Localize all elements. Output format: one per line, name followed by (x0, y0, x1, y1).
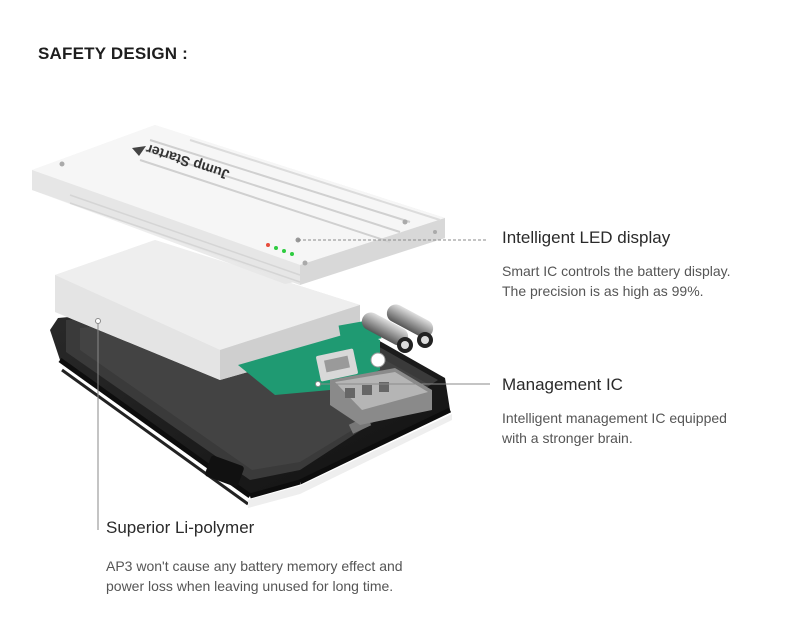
callout-battery-line: AP3 won't cause any battery memory effec… (106, 558, 403, 574)
callout-battery-description: AP3 won't cause any battery memory effec… (106, 556, 403, 596)
callout-led-title: Intelligent LED display (502, 228, 671, 247)
led-indicator (290, 252, 294, 256)
callout-led-line: The precision is as high as 99%. (502, 283, 704, 299)
callout-led-description: Smart IC controls the battery display. T… (502, 261, 731, 301)
top-cover: Jump Starter (32, 125, 445, 285)
callout-ic-description: Intelligent management IC equipped with … (502, 408, 727, 448)
led-indicator (266, 243, 270, 247)
callout-battery-line: power loss when leaving unused for long … (106, 578, 394, 594)
led-indicator (282, 249, 286, 253)
callout-led-line: Smart IC controls the battery display. (502, 263, 731, 279)
led-indicator (274, 246, 278, 250)
connector-terminals (361, 304, 434, 353)
callout-battery-title: Superior Li-polymer (106, 518, 255, 537)
callout-ic-title: Management IC (502, 375, 623, 394)
connector-block (330, 368, 432, 425)
callout-ic-line: Intelligent management IC equipped (502, 410, 727, 426)
callout-ic-line: with a stronger brain. (502, 430, 633, 446)
leader-lines (95, 239, 490, 530)
brand-logo (132, 146, 146, 156)
page-heading: SAFETY DESIGN : (38, 44, 189, 63)
